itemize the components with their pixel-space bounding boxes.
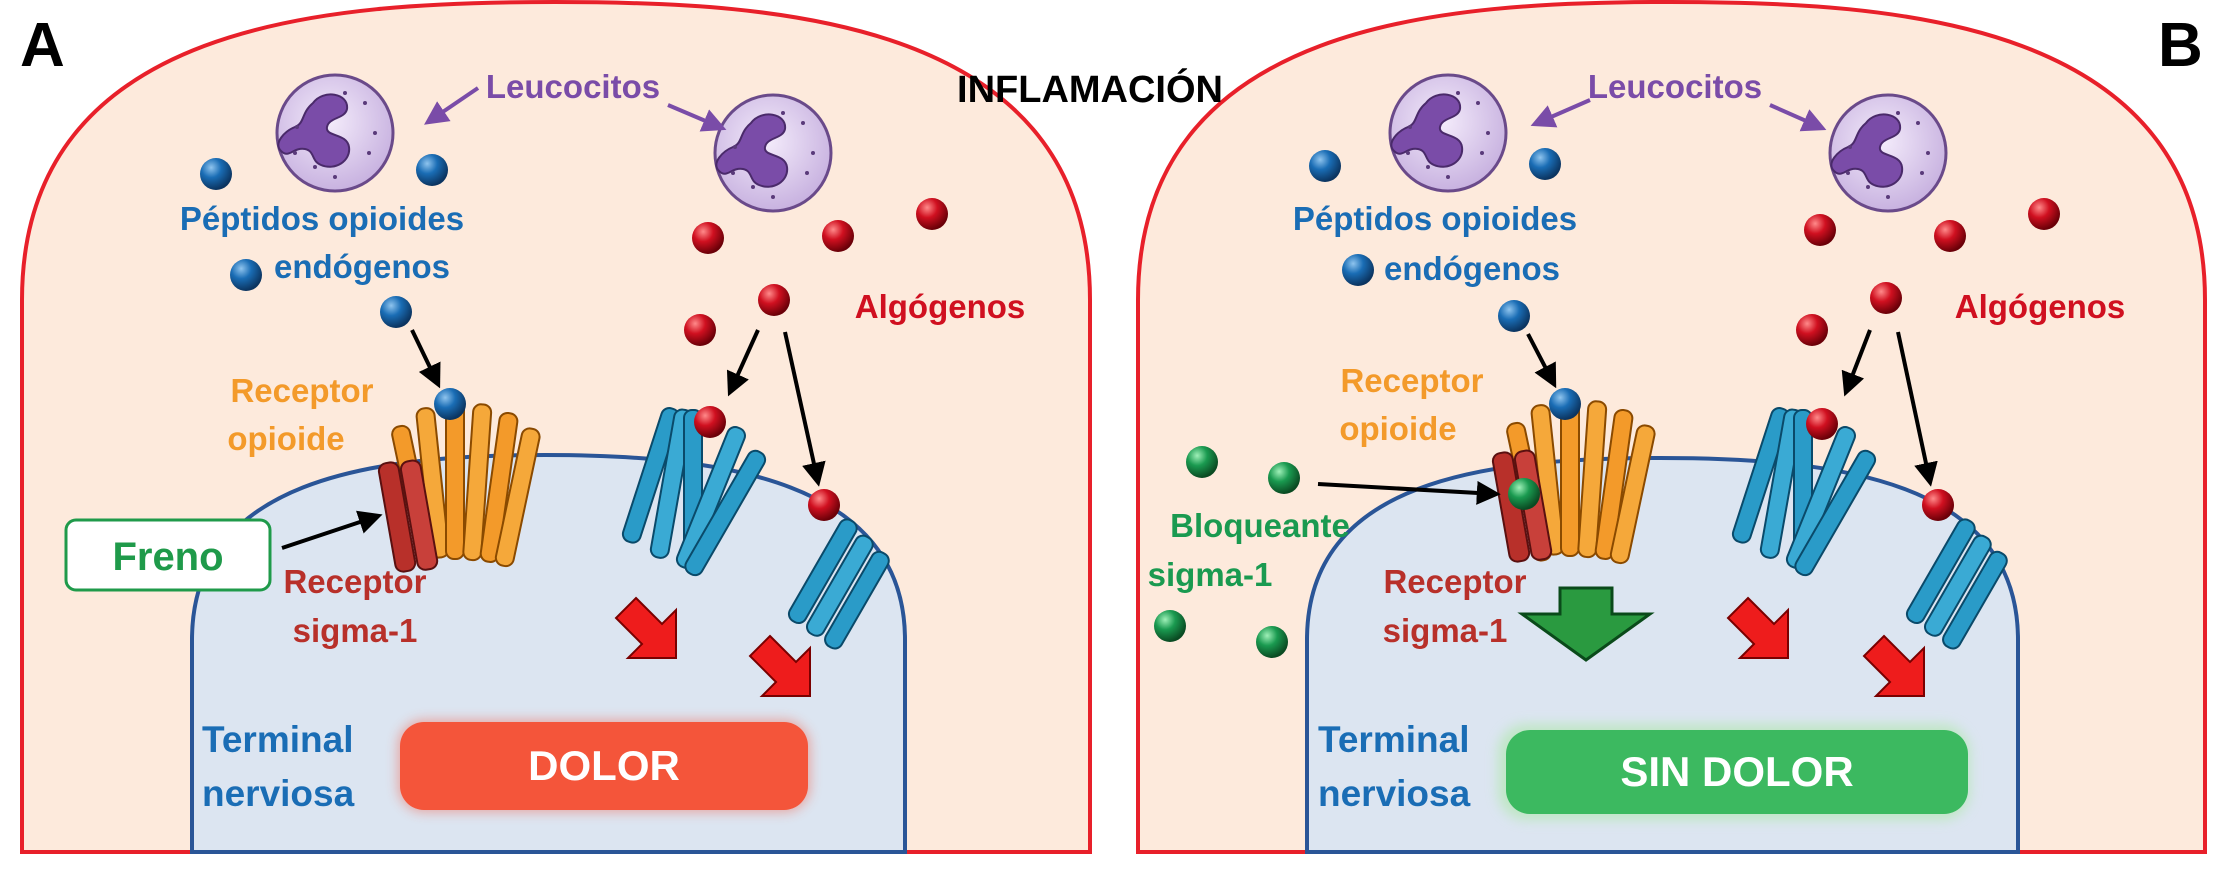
- terminal-label: Terminal: [202, 719, 353, 760]
- blocker-icon: [1268, 462, 1300, 494]
- binding-arrow: [1841, 329, 1872, 397]
- terminal-label-2: nerviosa: [1318, 773, 1471, 814]
- algogen-icon: [692, 222, 724, 254]
- dolor-label: DOLOR: [528, 742, 680, 789]
- receptor-opioide-label: Receptor: [230, 372, 373, 409]
- peptide-icon: [1309, 150, 1341, 182]
- leukocyte-icon: [1388, 73, 1508, 193]
- algogenos-label: Algógenos: [1955, 288, 2126, 325]
- leukocyte-arrow: [1769, 103, 1827, 132]
- algogen-icon: [684, 314, 716, 346]
- algogen-icon: [694, 406, 726, 438]
- leukocyte-icon: [1828, 93, 1948, 213]
- dolor-box: [400, 722, 808, 810]
- peptide-icon: [1498, 300, 1530, 332]
- bloqueante-label-2: sigma-1: [1148, 556, 1273, 593]
- terminal-label: Terminal: [1318, 719, 1469, 760]
- peptide-icon: [1342, 254, 1374, 286]
- peptide-icon: [416, 154, 448, 186]
- panel-b: [1136, 0, 2207, 854]
- binding-arrow: [1896, 331, 1938, 487]
- peptidos-label: Péptidos opioides: [1293, 200, 1577, 237]
- peptidos-label-2: endógenos: [1384, 250, 1560, 287]
- blocker-icon: [1508, 478, 1540, 510]
- peptidos-label: Péptidos opioides: [180, 200, 464, 237]
- blocker-icon: [1256, 626, 1288, 658]
- binding-arrow: [410, 329, 441, 389]
- leucocitos-label: Leucocitos: [1588, 68, 1762, 105]
- leukocyte-arrow: [667, 103, 727, 132]
- green-arrow-icon: [1517, 586, 1655, 662]
- peptide-icon: [380, 296, 412, 328]
- panel-letter-b: B: [2158, 11, 2203, 80]
- algogen-icon: [1796, 314, 1828, 346]
- peptide-icon: [230, 259, 262, 291]
- algogen-icon: [1804, 214, 1836, 246]
- freno-box: [64, 518, 272, 592]
- terminal-label-2: nerviosa: [202, 773, 355, 814]
- panel-letter-a: A: [20, 11, 65, 80]
- algogen-icon: [822, 220, 854, 252]
- sin-dolor-box: [1506, 730, 1968, 814]
- peptide-icon: [1529, 148, 1561, 180]
- bloqueante-label: Bloqueante: [1170, 507, 1350, 544]
- leukocyte-arrow: [424, 86, 480, 125]
- brake-arrow: [281, 510, 383, 550]
- sin-dolor-label: SIN DOLOR: [1620, 748, 1853, 795]
- algogen-icon: [808, 489, 840, 521]
- panel-a: [20, 0, 1092, 854]
- receptor-sigma-label-2: sigma-1: [1383, 612, 1508, 649]
- binding-arrow: [1526, 333, 1557, 389]
- freno-label: Freno: [112, 535, 223, 579]
- algogen-icon: [1934, 220, 1966, 252]
- peptidos-label-2: endógenos: [274, 248, 450, 285]
- receptor-sigma-label-2: sigma-1: [293, 612, 418, 649]
- peptide-icon: [1549, 388, 1581, 420]
- blocker-arrow: [1317, 480, 1501, 505]
- leukocyte-icon: [275, 73, 395, 193]
- blocker-icon: [1154, 610, 1186, 642]
- receptor-opioide-label-2: opioide: [1339, 410, 1456, 447]
- blocker-icon: [1186, 446, 1218, 478]
- binding-arrow: [726, 329, 760, 397]
- leukocyte-icon: [713, 93, 833, 213]
- algogen-icon: [1806, 408, 1838, 440]
- receptor-sigma-label: Receptor: [1383, 563, 1526, 600]
- peptide-icon: [434, 388, 466, 420]
- algogen-icon: [1870, 282, 1902, 314]
- algogen-icon: [758, 284, 790, 316]
- figure-title: INFLAMACIÓN: [957, 67, 1223, 111]
- algogenos-label: Algógenos: [855, 288, 1026, 325]
- algogen-icon: [1922, 489, 1954, 521]
- receptor-opioide-label: Receptor: [1340, 362, 1483, 399]
- receptor-opioide-label-2: opioide: [227, 420, 344, 457]
- peptide-icon: [200, 158, 232, 190]
- algogen-icon: [2028, 198, 2060, 230]
- receptor-sigma-label: Receptor: [283, 563, 426, 600]
- algogen-icon: [916, 198, 948, 230]
- binding-arrow: [783, 331, 826, 487]
- leucocitos-label: Leucocitos: [486, 68, 660, 105]
- leukocyte-arrow: [1530, 98, 1591, 128]
